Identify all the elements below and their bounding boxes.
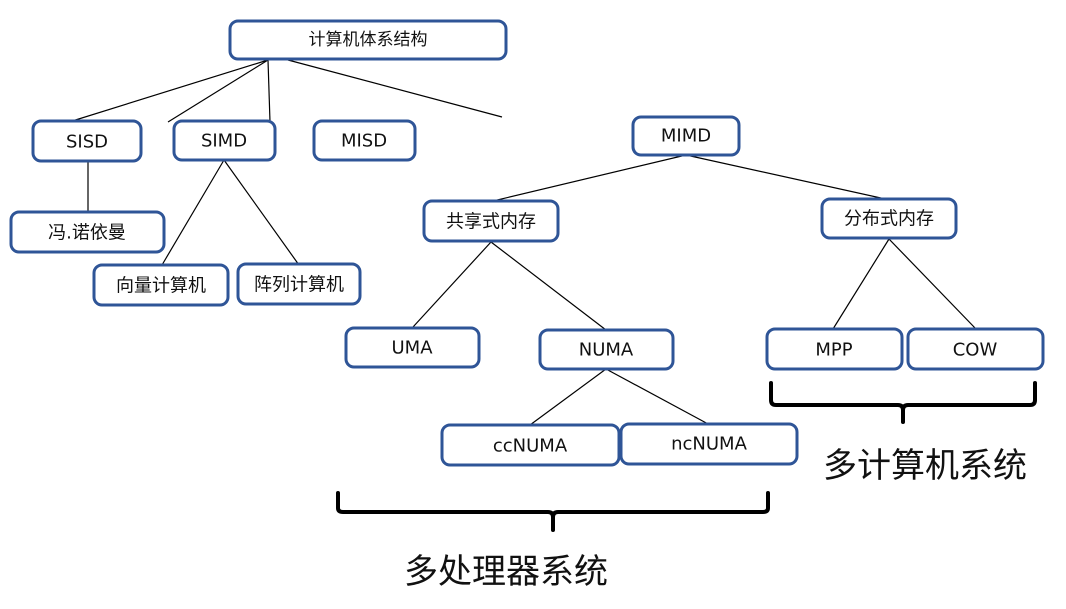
node-ccnuma: ccNUMA xyxy=(440,423,621,467)
brace-multicomputer xyxy=(769,381,1037,424)
edge-numa-ccnuma xyxy=(529,368,607,426)
edge-distributed-memory-cow xyxy=(888,238,977,330)
node-uma: UMA xyxy=(344,326,481,369)
edge-mimd-distributed-memory xyxy=(685,154,891,201)
node-shared-memory: 共享式内存 xyxy=(422,199,560,243)
edge-mimd-shared-memory xyxy=(492,154,687,202)
group-label-multiprocessor: 多处理器系统 xyxy=(404,552,608,592)
edge-simd-array-computer xyxy=(223,159,300,266)
node-label: NUMA xyxy=(579,340,634,361)
edge-numa-ncnuma xyxy=(605,368,711,426)
edge-shared-memory-uma xyxy=(412,241,492,328)
edge-root-sisd xyxy=(68,59,269,123)
node-label: MIMD xyxy=(661,126,711,147)
edges xyxy=(68,59,977,426)
node-label: ccNUMA xyxy=(493,436,568,457)
node-simd: SIMD xyxy=(172,119,277,162)
edge-distributed-memory-mpp xyxy=(832,238,890,330)
node-label: 分布式内存 xyxy=(844,209,934,230)
edge-root-simd xyxy=(167,59,269,123)
edge-shared-memory-numa xyxy=(490,241,607,331)
node-label: COW xyxy=(953,340,998,361)
node-mpp: MPP xyxy=(765,327,904,371)
node-misd: MISD xyxy=(312,119,417,162)
group-multiprocessor: 多处理器系统 xyxy=(336,491,770,592)
node-label: 向量计算机 xyxy=(116,276,206,297)
node-root: 计算机体系结构 xyxy=(228,19,508,61)
node-label: 计算机体系结构 xyxy=(309,30,428,50)
node-sisd: SISD xyxy=(31,119,143,163)
node-distributed-memory: 分布式内存 xyxy=(820,197,958,240)
node-numa: NUMA xyxy=(538,328,675,371)
node-label: SIMD xyxy=(201,131,247,152)
node-mimd: MIMD xyxy=(631,115,741,157)
node-label: 阵列计算机 xyxy=(254,275,344,296)
group-label-multicomputer: 多计算机系统 xyxy=(823,446,1027,486)
node-array-computer: 阵列计算机 xyxy=(236,262,362,306)
edge-simd-vector-computer xyxy=(161,159,225,266)
node-ncnuma: ncNUMA xyxy=(619,422,799,466)
node-von-neumann: 冯.诺依曼 xyxy=(9,210,166,254)
node-label: MPP xyxy=(815,340,852,361)
node-label: 冯.诺依曼 xyxy=(48,223,126,244)
node-label: UMA xyxy=(391,338,433,359)
node-label: MISD xyxy=(341,131,387,152)
brace-multiprocessor xyxy=(336,491,770,532)
node-cow: COW xyxy=(906,327,1045,371)
node-vector-computer: 向量计算机 xyxy=(92,263,230,307)
node-label: 共享式内存 xyxy=(446,212,536,233)
group-multicomputer: 多计算机系统 xyxy=(769,381,1037,486)
node-label: ncNUMA xyxy=(671,434,747,455)
node-label: SISD xyxy=(66,132,108,153)
edge-root-mimd xyxy=(287,59,503,118)
edge-root-misd xyxy=(267,59,271,123)
